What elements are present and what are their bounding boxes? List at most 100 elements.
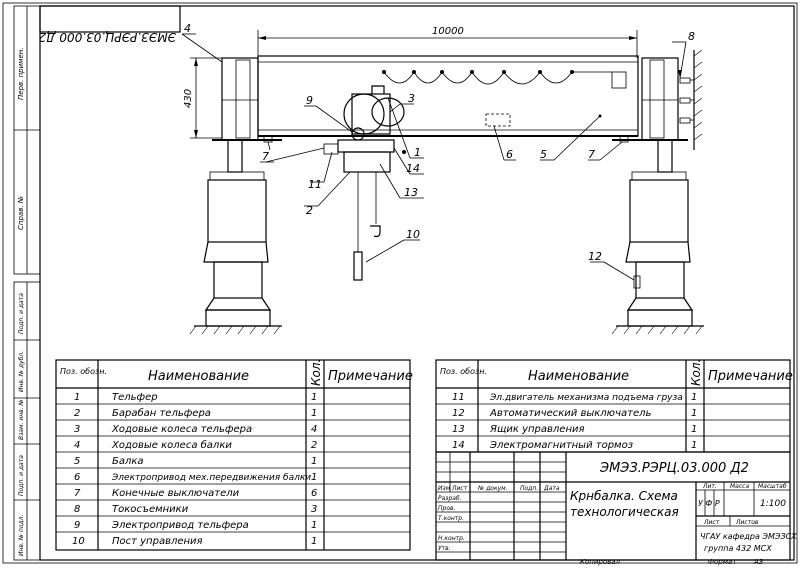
stamp-label: Справ. № <box>17 196 25 230</box>
tb-role: Т.контр. <box>438 515 464 522</box>
callout-label: 8 <box>688 30 695 43</box>
row-pos: 7 <box>74 488 81 499</box>
row-qty: 1 <box>311 392 317 403</box>
th-qty: Кол. <box>689 359 703 386</box>
callout-label: 7 <box>262 150 269 163</box>
row-qty: 1 <box>311 408 317 419</box>
tb-scale-label: Масштаб <box>758 483 787 490</box>
row-qty: 1 <box>691 440 697 451</box>
row-name: Барабан тельфера <box>112 407 211 419</box>
th-pos-2: Поз. обозн. <box>440 367 487 376</box>
tb-code: ЭМЭЗ.РЭРЦ.03.000 Д2 <box>599 461 749 476</box>
row-qty: 1 <box>691 408 697 419</box>
dim-span-label: 10000 <box>432 26 464 37</box>
row-name: Тельфер <box>112 392 158 403</box>
row-pos: 14 <box>452 440 465 451</box>
row-pos: 2 <box>74 408 80 419</box>
callout-label: 2 <box>306 204 313 217</box>
spec-table-left: Поз. обозн. Наименование Кол. Примечание… <box>55 359 413 551</box>
row-qty: 1 <box>691 392 697 403</box>
row-name: Ходовые колеса тельфера <box>111 424 252 435</box>
callout-label: 14 <box>406 162 420 175</box>
tb-lit-label: Лит. <box>702 483 717 490</box>
row-pos: 4 <box>74 440 80 451</box>
row-name: Балка <box>112 456 144 467</box>
callout-label: 6 <box>506 148 513 161</box>
row-pos: 12 <box>452 408 465 419</box>
callouts: 4 9 3 8 1 14 13 2 11 7 6 <box>181 22 695 281</box>
title-block: Изм Лист № докум. Подп. Дата Разраб. Про… <box>435 451 797 561</box>
row-pos: 9 <box>74 520 80 531</box>
automatic-switch <box>633 275 641 289</box>
row-name: Эл.двигатель механизма подъема груза <box>489 393 683 403</box>
row-qty: 3 <box>311 504 317 515</box>
tb-role: Утв. <box>438 545 451 552</box>
side-stamp: Перв. примен. Справ. № Подп. и дата Инв.… <box>13 5 41 561</box>
callout-label: 10 <box>406 228 420 241</box>
row-qty: 1 <box>691 424 697 435</box>
callout-label: 13 <box>404 186 418 199</box>
callout-label: 12 <box>588 250 602 263</box>
mirrored-code-box: ЭМЭЗ.РЭРЦ.03.000 Д2 <box>39 5 181 44</box>
th-name: Наименование <box>148 369 249 384</box>
stamp-label: Инв. № подл. <box>18 515 25 556</box>
row-qty: 1 <box>311 536 317 547</box>
tb-org-line2: группа 432 МСХ <box>704 544 772 553</box>
callout-label: 4 <box>184 22 191 35</box>
row-pos: 11 <box>452 392 465 403</box>
tb-col-header: № докум. <box>477 485 508 492</box>
row-name: Электропривод мех.передвижения балки <box>111 473 311 483</box>
row-qty: 6 <box>311 488 317 499</box>
tb-mass-label: Масса <box>730 483 749 490</box>
callout-label: 1 <box>414 146 421 159</box>
format-value: А3 <box>753 558 763 566</box>
th-qty: Кол. <box>309 359 323 386</box>
tb-col-header: Подп. <box>520 485 538 492</box>
row-name: Пост управления <box>112 536 203 547</box>
copied-label: Копировал <box>580 558 621 566</box>
format-label: Формат <box>708 558 737 566</box>
row-qty: 4 <box>311 424 317 435</box>
row-qty: 1 <box>311 472 317 483</box>
row-pos: 3 <box>74 424 80 435</box>
tb-role: Н.контр. <box>438 535 465 542</box>
row-name: Токосъемники <box>112 504 189 515</box>
crane-drawing: 10000 430 <box>183 26 704 335</box>
callout-label: 3 <box>408 92 415 105</box>
tb-title-line2: технологическая <box>570 505 679 519</box>
stamp-label: Подп. и дата <box>18 455 25 496</box>
callout-label: 9 <box>306 94 313 107</box>
telpher-hoist <box>323 85 405 281</box>
tb-col-header: Изм <box>438 485 451 492</box>
spec-table-right: Поз. обозн. Наименование Кол. Примечание… <box>435 359 793 453</box>
stamp-label: Инв. № дубл. <box>18 351 25 392</box>
callout-label: 7 <box>588 148 595 161</box>
tb-org-line1: ЧГАУ кафедра ЭМЭЗСХ <box>700 532 797 541</box>
row-qty: 2 <box>311 440 317 451</box>
row-qty: 1 <box>311 456 317 467</box>
row-pos: 8 <box>74 504 80 515</box>
mirrored-code: ЭМЭЗ.РЭРЦ.03.000 Д2 <box>39 30 177 44</box>
tb-role: Пров. <box>438 505 456 512</box>
tb-lit-value: У Ф Р <box>698 499 720 508</box>
stamp-label: Перв. примен. <box>17 47 25 100</box>
row-name: Электромагнитный тормоз <box>489 440 633 451</box>
dim-height-label: 430 <box>183 89 194 108</box>
callout-label: 5 <box>540 148 547 161</box>
row-pos: 6 <box>74 472 80 483</box>
th-note: Примечание <box>708 369 793 384</box>
row-pos: 10 <box>72 536 85 547</box>
tb-col-header: Дата <box>543 485 560 492</box>
th-note: Примечание <box>328 369 413 384</box>
th-name: Наименование <box>528 369 629 384</box>
tb-title-line1: Крнбалка. Схема <box>570 489 678 503</box>
row-qty: 1 <box>311 520 317 531</box>
row-pos: 5 <box>74 456 80 467</box>
row-name: Электропривод тельфера <box>111 520 249 531</box>
tb-scale-value: 1:100 <box>760 499 786 509</box>
row-name: Ходовые колеса балки <box>111 439 232 451</box>
th-pos-1: Поз. обозн. <box>60 367 107 376</box>
tb-sheet-label: Лист <box>703 519 720 526</box>
stamp-label: Подп. и дата <box>18 293 25 334</box>
